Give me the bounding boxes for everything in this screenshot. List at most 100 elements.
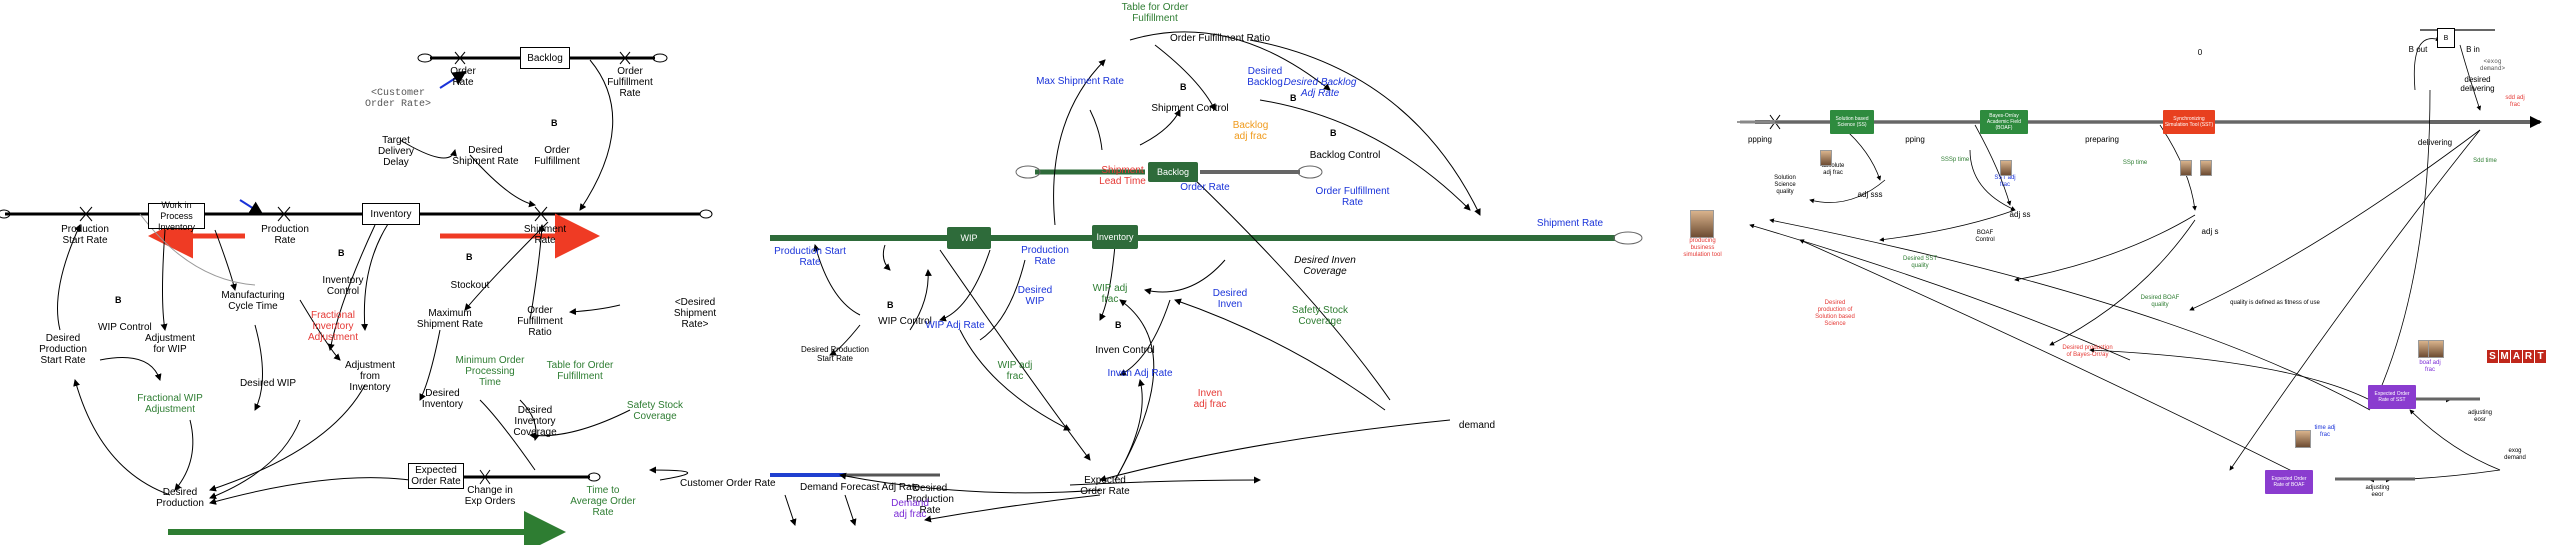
label-boaf-control: BOAF Control <box>1975 230 1995 243</box>
stock-inventory[interactable]: Inventory <box>362 203 420 225</box>
label-shipment-rate-mid: Shipment Rate <box>1536 218 1604 229</box>
label-fractional-wip-adjustment: Fractional WIP Adjustment <box>137 393 203 415</box>
label-desired-boaf: Desired production of Bayes-Orr/ay <box>2062 345 2113 358</box>
label-adj-s: adj s <box>2201 227 2219 236</box>
label-wip-adj-frac-2: WIP adj frac <box>997 360 1033 382</box>
label-production-rate-mid: Production Rate <box>1021 245 1069 267</box>
label-production-start-rate-mid: Production Start Rate <box>774 246 846 268</box>
loop-b-inven-control: B <box>1115 320 1122 330</box>
label-b-in: B in <box>2466 45 2480 54</box>
cloud-exp <box>587 472 601 482</box>
label-exog-demand-shadow: <exog demand> <box>2479 58 2506 72</box>
label-wip-control: WIP Control <box>98 322 152 333</box>
label-sdd-adj-frac: sdd adj frac <box>2505 95 2525 108</box>
blue-arrow-order <box>439 70 467 89</box>
label-b-out: B out <box>2408 45 2428 54</box>
label-desired-production-start-rate: Desired Production Start Rate <box>39 333 87 366</box>
label-minimum-order-processing-time: Minimum Order Processing Time <box>455 355 525 388</box>
label-time-to-average-order-rate: Time to Average Order Rate <box>570 485 636 518</box>
smart-logo-s: S <box>2487 350 2498 363</box>
label-desired-inven: Desired Inven <box>1212 288 1248 310</box>
label-pping: pping <box>1905 135 1925 144</box>
label-target-delivery-delay: Target Delivery Delay <box>377 135 415 168</box>
label-wip-control-mid: WIP Control <box>878 316 932 327</box>
label-desired-production-start-rate-mid: Desired Production Start Rate <box>800 345 870 363</box>
panel-inventory-model-middle: WIP Inventory Backlog Table for Order Fu… <box>770 0 1670 545</box>
label-desired-shipment-rate-shadow: <Desired Shipment Rate> <box>673 297 717 330</box>
stock-wip-mid[interactable]: WIP <box>947 227 991 249</box>
label-fractional-inventory-adjustment: Fractional Inventory Adjustment <box>307 310 359 343</box>
label-shipment-rate: Shipment Rate <box>523 224 567 246</box>
label-demand-forecast-adj-rate: Demand Forecast Adj Rate <box>799 482 921 493</box>
label-ss-quality: Solution Science quality <box>1774 175 1796 195</box>
label-table-for-order-fulfillment: Table for Order Fulfillment <box>546 360 614 382</box>
loop-b-backlog-adj: B <box>1290 93 1297 103</box>
label-desired-sst-quality: Desired SST quality <box>1902 256 1937 269</box>
stock-expected-order-rate-boaf[interactable]: Expected Order Rate of BOAF <box>2265 470 2313 494</box>
stock-backlog[interactable]: Backlog <box>520 47 570 69</box>
photo-boaf-2 <box>2428 340 2444 358</box>
label-boaf-adj-frac: boaf adj frac <box>2419 360 2441 373</box>
label-time-adj-frac: time adj frac <box>2314 425 2336 438</box>
label-order-rate-mid: Order Rate <box>1180 182 1230 193</box>
stock-expected-order-rate[interactable]: Expected Order Rate <box>408 463 464 489</box>
label-demand: demand <box>1458 420 1496 431</box>
label-ssp-time: SSp time <box>2122 160 2148 166</box>
label-sssp-time: SSSp time <box>1940 157 1970 163</box>
label-shipment-control: Shipment Control <box>1151 103 1229 114</box>
label-production-start-rate: Production Start Rate <box>61 224 109 246</box>
valve-shipment <box>534 206 548 222</box>
label-desired-inventory: Desired Inventory <box>421 388 464 410</box>
label-stockout: Stockout <box>450 280 490 291</box>
cloud-sink <box>652 53 668 63</box>
label-exog-demand: exog demand <box>2504 448 2526 461</box>
label-order-rate: Order Rate <box>450 66 476 88</box>
right-diagram-canvas <box>1737 29 2542 483</box>
cloud-left <box>0 209 11 219</box>
label-producing-cosmo: producing business simulation tool <box>1683 238 1722 258</box>
label-order-fulfillment-rate: Order Fulfillment Rate <box>607 66 653 99</box>
label-customer-order-rate-shadow: <Customer Order Rate> <box>364 88 431 110</box>
valve-order <box>454 51 466 65</box>
photo-time <box>2295 430 2311 448</box>
stock-backlog-mid[interactable]: Backlog <box>1148 162 1198 182</box>
label-ppping: ppping <box>1747 135 1773 144</box>
loop-b-wip-control-mid: B <box>887 300 894 310</box>
label-inven-adj-rate: Inven Adj Rate <box>1107 368 1173 379</box>
label-safety-stock-coverage: Safety Stock Coverage <box>626 400 684 422</box>
label-adjusting-eeor: adjusting eeor <box>2365 485 2390 498</box>
stock-solution-science[interactable]: Solution based Science (SS) <box>1830 110 1874 134</box>
label-adj-sss: adj sss <box>1857 190 1883 199</box>
label-demand-adj-frac: Demand adj frac <box>891 498 929 520</box>
loop-b-shipment-control: B <box>1180 82 1187 92</box>
stock-wip[interactable]: Work in Process Inventory <box>148 200 205 232</box>
label-backlog-adj-frac: Backlog adj frac <box>1232 120 1269 142</box>
left-diagram-canvas <box>0 51 713 545</box>
stock-expected-order-rate-sst[interactable]: Expected Order Rate of SST <box>2368 385 2416 409</box>
loop-b-stockout: B <box>466 252 473 262</box>
label-desired-inventory-coverage: Desired Inventory Coverage <box>513 405 557 438</box>
stock-inventory-mid[interactable]: Inventory <box>1092 225 1138 249</box>
label-desired-shipment-rate: Desired Shipment Rate <box>452 145 519 167</box>
label-desired-wip: Desired WIP <box>239 378 297 389</box>
stock-b-right[interactable]: B <box>2437 28 2455 48</box>
label-order-fulfillment-rate-mid: Order Fulfillment Rate <box>1315 186 1390 208</box>
label-max-shipment-rate: Max Shipment Rate <box>1036 76 1124 87</box>
right-pipe-arrowhead <box>2530 116 2542 128</box>
label-desired-boaf-quality: Desired BOAF quality <box>2140 295 2180 308</box>
label-shipment-lead-time: Shipment Lead Time <box>1099 165 1146 187</box>
panel-inventory-model-left: Backlog Work in Process Inventory Invent… <box>0 0 776 545</box>
label-inventory-control: Inventory Control <box>322 275 364 297</box>
label-safety-stock-coverage-mid: Safety Stock Coverage <box>1291 305 1349 327</box>
smart-logo-a: A <box>2511 350 2522 363</box>
valve-production <box>277 206 291 222</box>
label-inven-adj-frac: Inven adj frac <box>1193 388 1227 410</box>
label-adjusting-eosr: adjusting eosr <box>2467 410 2493 423</box>
cloud-right <box>699 209 713 219</box>
label-desired-production: Desired Production <box>156 487 204 509</box>
stock-sst[interactable]: Synchronizing Simulation Tool (SST) <box>2163 110 2215 134</box>
stock-boaf[interactable]: Bayes-Orr/ay Academic Field (BOAF) <box>1980 110 2028 134</box>
label-desired-backlog: Desired Backlog <box>1247 66 1283 88</box>
label-backlog-control: Backlog Control <box>1309 150 1381 161</box>
photo-producing <box>1690 210 1714 238</box>
